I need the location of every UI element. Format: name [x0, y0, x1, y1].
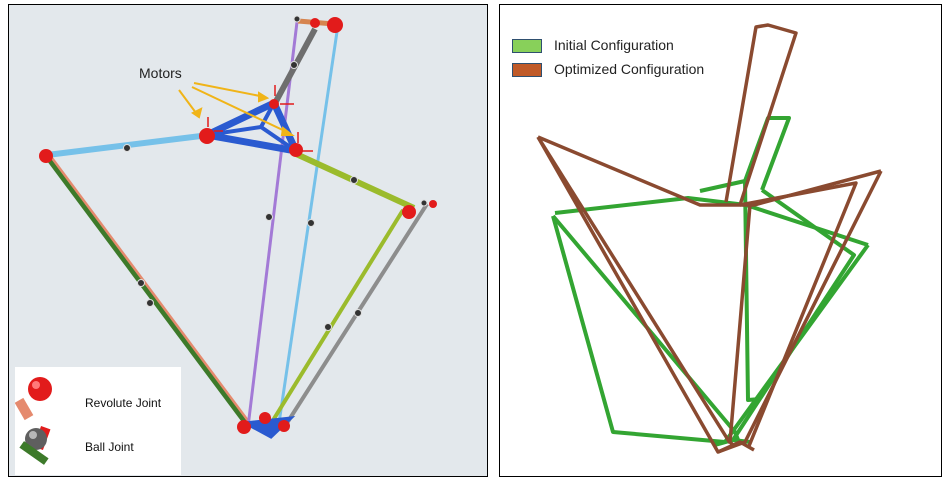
- initial-outer-loop: [551, 215, 870, 444]
- optimized-right-rod: [739, 181, 858, 447]
- revolute-joint: [199, 128, 215, 144]
- rod-left-salmon: [47, 153, 251, 423]
- legend-item-initial: Initial Configuration: [512, 35, 752, 59]
- revolute-joint: [39, 149, 53, 163]
- rod-olive: [265, 208, 405, 432]
- revolute-joint: [402, 205, 416, 219]
- revolute-joint: [237, 420, 251, 434]
- configuration-drawing: [536, 23, 883, 454]
- optimized-configuration-frame: [536, 23, 883, 454]
- robot-model-panel: Motors Revolute Joint Ball Joint: [8, 4, 488, 477]
- configuration-legend: Initial Configuration Optimized Configur…: [512, 35, 752, 83]
- initial-mast: [699, 116, 791, 193]
- optimized-left-rod: [536, 136, 732, 444]
- motors-arrow: [191, 86, 290, 134]
- motors-arrow-head: [258, 91, 270, 103]
- ball-joint: [324, 323, 332, 331]
- legend-item-optimized: Optimized Configuration: [512, 59, 752, 83]
- ball-joint: [307, 219, 315, 227]
- motors-arrow-head: [191, 107, 203, 119]
- revolute-joint: [259, 412, 271, 424]
- ball-joint: [354, 309, 362, 317]
- ball-joint: [420, 199, 428, 207]
- ball-joint: [146, 299, 154, 307]
- revolute-joint: [278, 420, 290, 432]
- ball-joint: [290, 61, 298, 69]
- ball-joint: [293, 15, 301, 23]
- initial-swatch: [512, 39, 542, 53]
- revolute-joint-label: Revolute Joint: [85, 396, 162, 410]
- optimized-foot: [717, 440, 755, 454]
- rod-left-green: [44, 154, 250, 426]
- revolute-joint: [289, 143, 303, 157]
- ball-joint: [123, 144, 131, 152]
- base-spoke-1: [206, 125, 262, 137]
- initial-top-loop: [554, 196, 869, 247]
- revolute-joint: [429, 200, 437, 208]
- robot-model-drawing: [39, 15, 437, 439]
- optimized-configuration-label: Optimized Configuration: [554, 61, 705, 77]
- joint-legend-icons: [15, 377, 52, 465]
- motors-arrow-head: [280, 126, 295, 136]
- optimized-swatch: [512, 63, 542, 77]
- initial-configuration-frame: [551, 116, 870, 447]
- optimized-top-loop: [537, 135, 882, 207]
- ball-joint: [265, 213, 273, 221]
- rod-purple: [246, 21, 299, 428]
- revolute-joint: [269, 99, 279, 109]
- joint-legend: Revolute Joint Ball Joint: [15, 367, 181, 475]
- ball-joint: [137, 279, 145, 287]
- ball-joint-icon: [19, 425, 51, 465]
- initial-right-rod: [731, 188, 856, 442]
- configuration-comparison-panel: Initial Configuration Optimized Configur…: [499, 4, 942, 477]
- motor-base-triangle: [203, 99, 300, 155]
- initial-left-rod: [551, 214, 742, 446]
- initial-mast-lower: [743, 180, 761, 402]
- revolute-joint-icon: [15, 377, 52, 421]
- ball-joint-label: Ball Joint: [85, 440, 134, 454]
- revolute-joint: [310, 18, 320, 28]
- motors-annotation: Motors: [139, 65, 182, 81]
- initial-configuration-label: Initial Configuration: [554, 37, 674, 53]
- optimized-mast: [724, 23, 798, 206]
- motors-arrow: [193, 82, 266, 98]
- ball-joint: [350, 176, 358, 184]
- revolute-joint: [327, 17, 343, 33]
